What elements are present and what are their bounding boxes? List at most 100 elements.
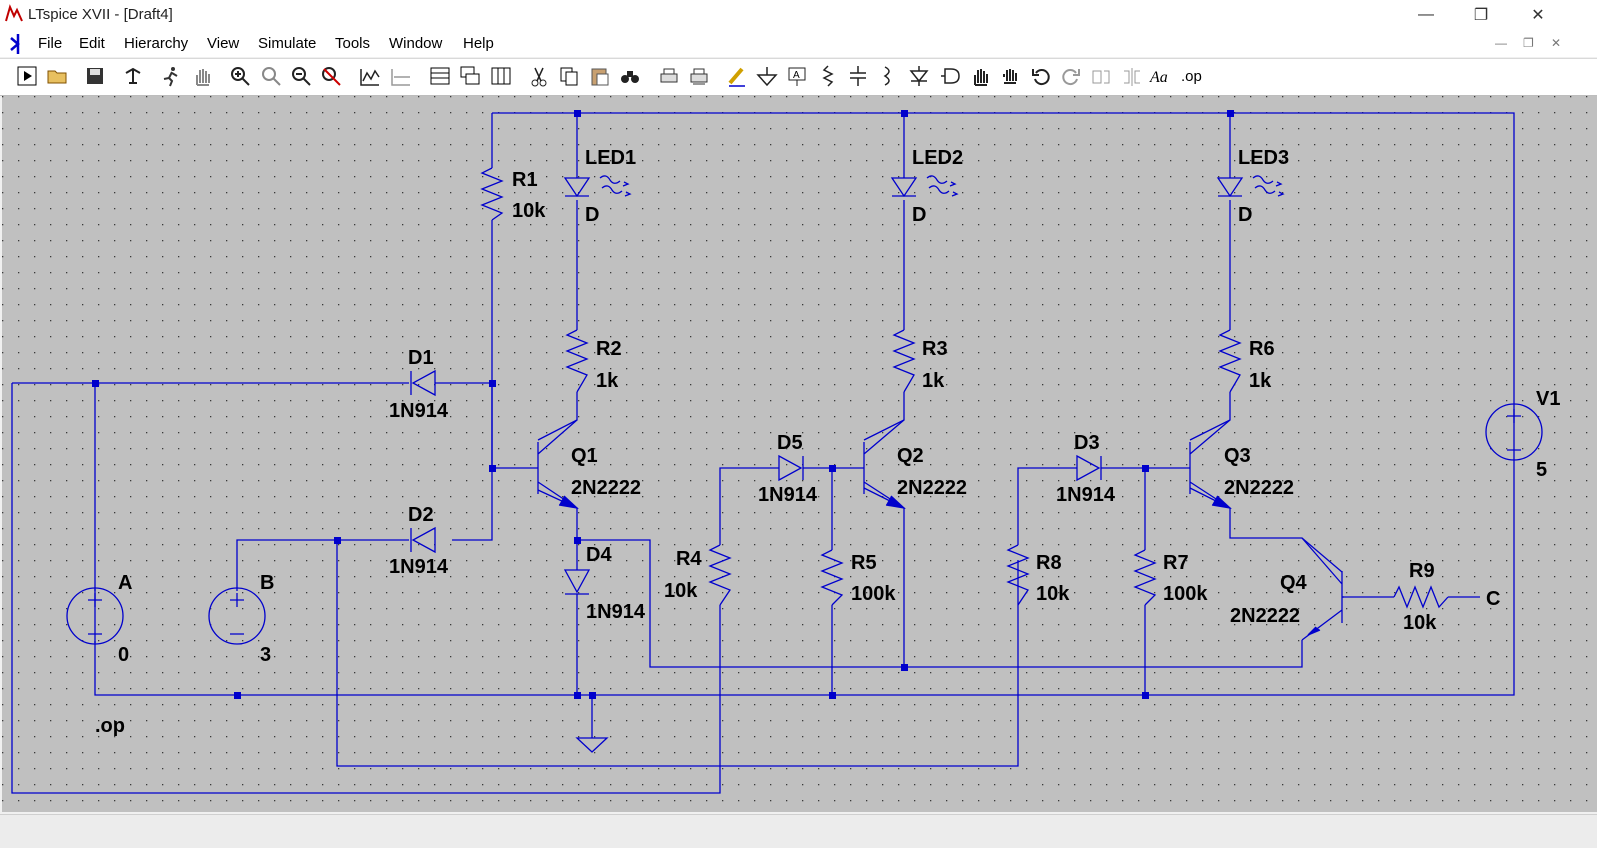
resistor-icon[interactable] — [815, 63, 841, 89]
diode-icon[interactable] — [906, 63, 932, 89]
voltage-source-B[interactable] — [208, 587, 266, 645]
label-R4-value: 10k — [664, 580, 698, 602]
find-icon[interactable] — [617, 63, 643, 89]
close-icon[interactable]: ✕ — [1531, 7, 1545, 24]
wire-icon[interactable] — [724, 63, 750, 89]
print-setup-icon[interactable] — [656, 63, 682, 89]
text-tool-glyph: Aa — [1149, 69, 1168, 86]
mdi-close-icon[interactable]: ✕ — [1551, 36, 1562, 50]
component-icon[interactable] — [937, 63, 963, 89]
mirror-icon[interactable] — [1119, 63, 1145, 89]
save-icon[interactable] — [82, 63, 108, 89]
led-LED3[interactable] — [1216, 175, 1285, 198]
copy-icon[interactable] — [556, 63, 582, 89]
inductor-icon[interactable] — [875, 63, 901, 89]
voltage-source-V1[interactable] — [1485, 403, 1543, 461]
halt-icon[interactable] — [158, 63, 184, 89]
tile-vertical-icon[interactable] — [488, 63, 514, 89]
svg-text:A: A — [793, 70, 800, 81]
spice-directive-icon[interactable]: .op — [1180, 63, 1206, 89]
resistor-R6[interactable] — [1218, 329, 1242, 393]
label-A-value: 0 — [118, 644, 129, 666]
resistor-R2[interactable] — [565, 329, 589, 393]
schematic-doc-icon[interactable] — [6, 32, 30, 56]
toolbar: A Aa .op — [0, 58, 1597, 96]
label-B-value: 3 — [260, 644, 271, 666]
waveform-icon[interactable] — [357, 63, 383, 89]
resistor-R8[interactable] — [1006, 544, 1030, 606]
zoom-full-icon[interactable] — [258, 63, 284, 89]
menu-simulate[interactable]: Simulate — [258, 35, 317, 52]
diode-D2[interactable] — [410, 526, 436, 554]
mdi-minimize-icon[interactable]: — — [1495, 36, 1507, 50]
print-icon[interactable] — [686, 63, 712, 89]
menu-hierarchy[interactable]: Hierarchy — [124, 35, 189, 52]
schematic-canvas[interactable]: R1 10k LED1 D LED2 D LED3 D R2 1k R3 1k … — [2, 96, 1597, 812]
open-icon[interactable] — [44, 63, 70, 89]
run-icon[interactable] — [14, 63, 40, 89]
resistor-R7[interactable] — [1133, 549, 1157, 606]
op-tool-glyph: .op — [1181, 68, 1202, 85]
menu-help[interactable]: Help — [463, 35, 494, 52]
label-LED3-name: LED3 — [1238, 147, 1289, 169]
wires — [11, 112, 1515, 794]
diode-D1[interactable] — [410, 369, 436, 397]
control-panel-icon[interactable] — [120, 63, 146, 89]
rotate-icon[interactable] — [1088, 63, 1114, 89]
ground-symbol[interactable] — [575, 737, 609, 753]
label-R2-value: 1k — [596, 370, 619, 392]
zoom-in-icon[interactable] — [227, 63, 253, 89]
cut-icon[interactable] — [526, 63, 552, 89]
label-A-name: A — [118, 572, 132, 594]
transistor-Q4[interactable] — [1301, 537, 1344, 641]
resistor-R9[interactable] — [1393, 585, 1449, 609]
label-V1-value: 5 — [1536, 459, 1547, 481]
resistor-R4[interactable] — [708, 544, 732, 606]
ground-icon[interactable] — [754, 63, 780, 89]
led-LED2[interactable] — [890, 175, 959, 198]
label-D4-name: D4 — [586, 544, 612, 566]
resistor-R1[interactable] — [480, 167, 504, 221]
zoom-out-icon[interactable] — [288, 63, 314, 89]
diode-D3[interactable] — [1076, 454, 1102, 482]
transistor-Q1[interactable] — [532, 419, 580, 509]
cascade-icon[interactable] — [457, 63, 483, 89]
spice-directive-op[interactable]: .op — [95, 715, 125, 737]
diode-D4[interactable] — [563, 569, 591, 595]
diode-D5[interactable] — [778, 454, 804, 482]
grid — [2, 96, 1597, 812]
menu-tools[interactable]: Tools — [335, 35, 371, 52]
ltspice-app-icon — [5, 4, 23, 22]
redo-icon[interactable] — [1058, 63, 1084, 89]
zoom-cancel-icon[interactable] — [318, 63, 344, 89]
label-LED3-value: D — [1238, 204, 1252, 226]
move-icon[interactable] — [967, 63, 993, 89]
label-net-icon[interactable]: A — [784, 63, 810, 89]
menu-file[interactable]: File — [38, 35, 63, 52]
drag-icon[interactable] — [997, 63, 1023, 89]
menu-edit[interactable]: Edit — [79, 35, 105, 52]
menu-view[interactable]: View — [207, 35, 240, 52]
pan-icon[interactable] — [189, 63, 215, 89]
net-label-C[interactable]: C — [1486, 588, 1500, 610]
label-R5-value: 100k — [851, 583, 896, 605]
text-icon[interactable]: Aa — [1149, 63, 1175, 89]
minimize-icon[interactable]: — — [1418, 6, 1434, 23]
led-LED1[interactable] — [563, 175, 632, 198]
resistor-R5[interactable] — [820, 549, 844, 606]
transistor-Q3[interactable] — [1188, 419, 1233, 509]
label-R6-name: R6 — [1249, 338, 1275, 360]
transistor-Q2[interactable] — [862, 419, 907, 509]
restore-icon[interactable]: ❐ — [1473, 7, 1489, 24]
paste-icon[interactable] — [587, 63, 613, 89]
undo-icon[interactable] — [1028, 63, 1054, 89]
tile-horizontal-icon[interactable] — [427, 63, 453, 89]
label-D2-name: D2 — [408, 504, 434, 526]
menu-window[interactable]: Window — [389, 35, 443, 52]
autorange-icon[interactable] — [388, 63, 414, 89]
capacitor-icon[interactable] — [845, 63, 871, 89]
voltage-source-A[interactable] — [66, 587, 124, 645]
mdi-restore-icon[interactable]: ❐ — [1523, 36, 1534, 50]
resistor-R3[interactable] — [892, 329, 916, 393]
junction-dots — [92, 110, 1234, 699]
